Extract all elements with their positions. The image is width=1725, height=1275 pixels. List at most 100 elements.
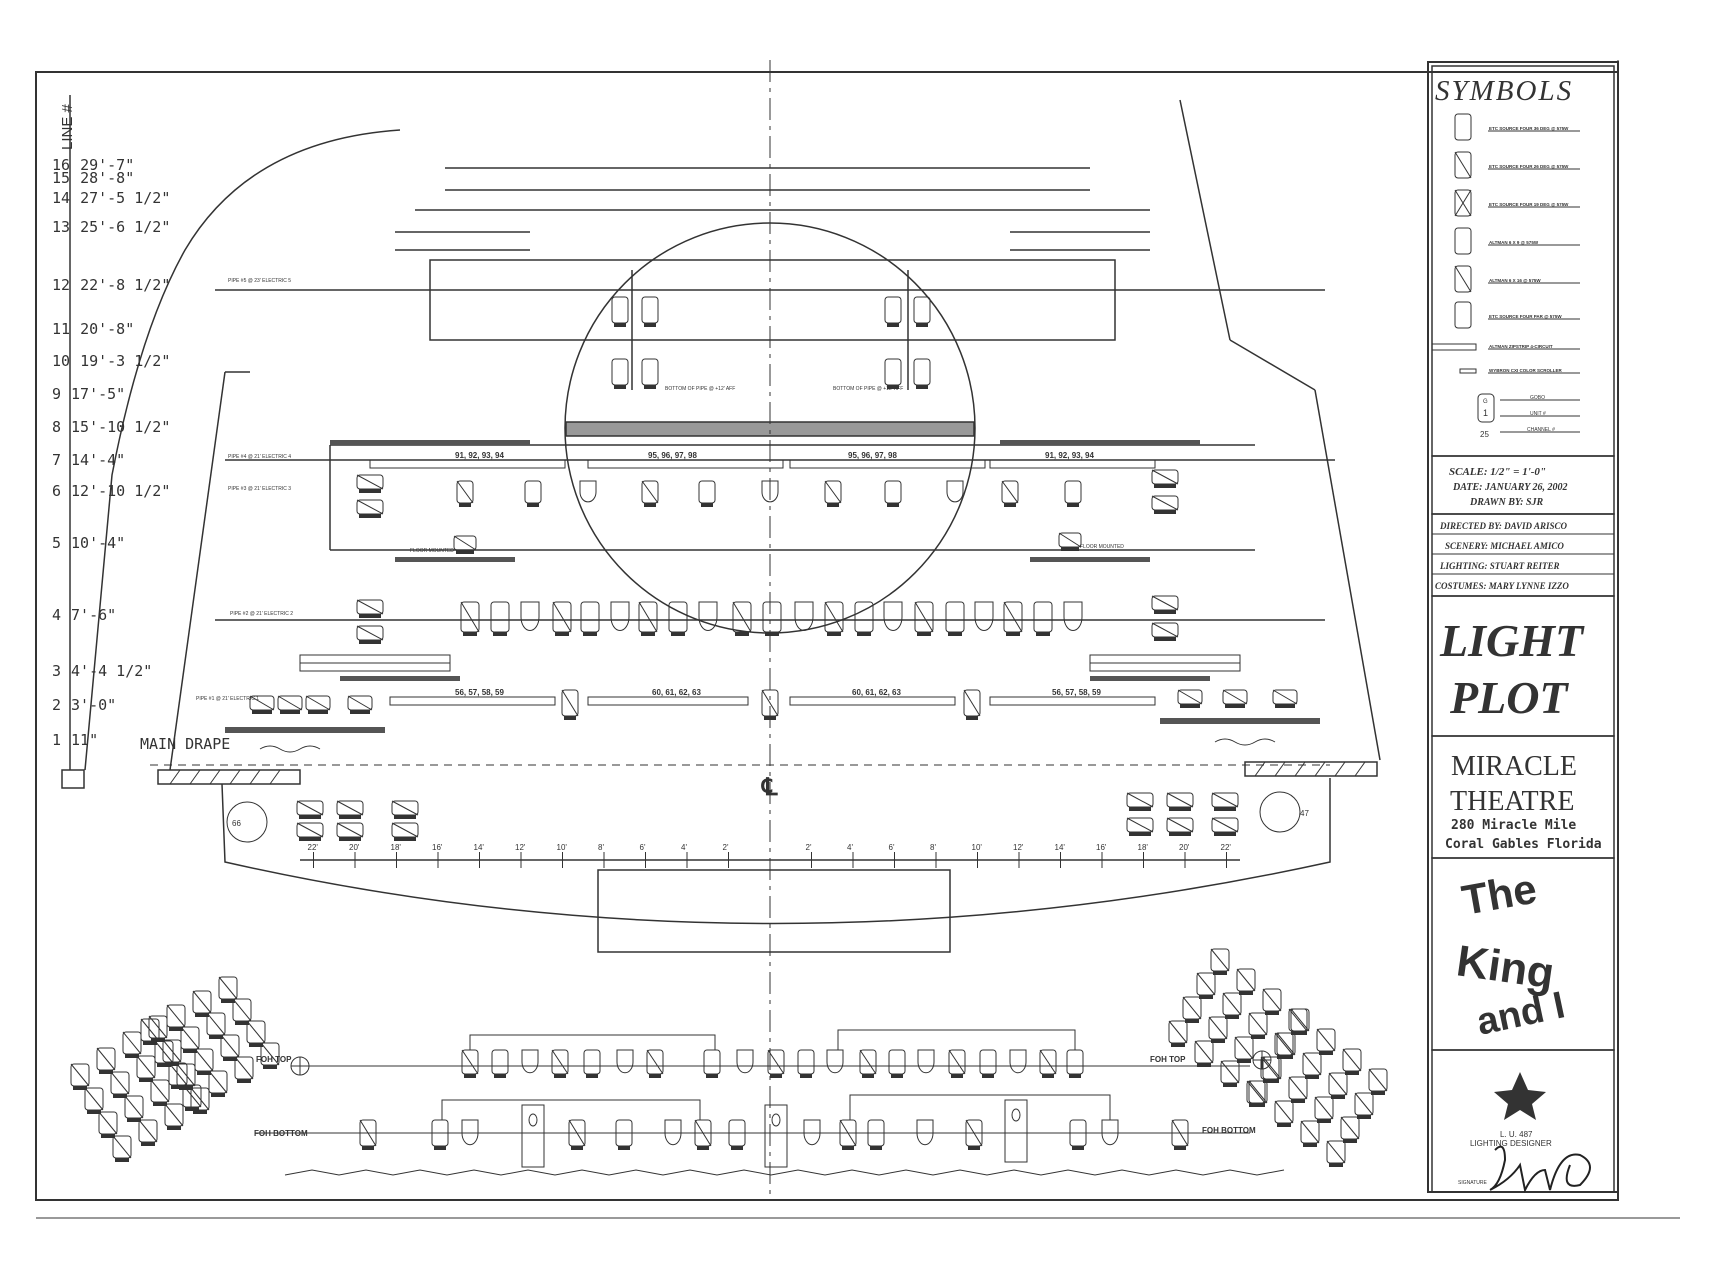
line-distance: 20'-8" <box>80 320 134 338</box>
fixture-lamp <box>580 601 600 636</box>
fixture-lamp <box>124 1095 144 1122</box>
fixture-lamp <box>552 601 572 636</box>
fixture-lamp <box>1340 1116 1360 1143</box>
electric-channel-label: 95, 96, 97, 98 <box>848 451 897 460</box>
line-number: 15 <box>52 169 70 187</box>
ruler-tick-label: 18' <box>391 843 402 852</box>
fixture-lamp <box>356 625 384 644</box>
fixture-lamp <box>110 1071 130 1098</box>
line-number: 7 <box>52 451 61 469</box>
ruler-tick-label: 2' <box>806 843 812 852</box>
ruler-tick-label: 20' <box>349 843 360 852</box>
fixture-lamp <box>168 1062 188 1089</box>
ruler-tick-label: 10' <box>972 843 983 852</box>
fixture-lamp <box>826 1049 844 1074</box>
electric-channel-label: 60, 61, 62, 63 <box>852 688 901 697</box>
ruler-tick-label: 12' <box>1013 843 1024 852</box>
svg-text:BOTTOM OF PIPE @ +12' AFF: BOTTOM OF PIPE @ +12' AFF <box>665 386 735 392</box>
fixture-lamp <box>698 601 718 631</box>
electric-channel-label: 91, 92, 93, 94 <box>1045 451 1094 460</box>
fixture-lamp <box>794 601 814 631</box>
fixture-lamp <box>1220 1060 1240 1087</box>
fixture-lamp <box>1248 1080 1268 1107</box>
fixture-lamp <box>1151 622 1179 641</box>
fixture-lamp <box>610 601 630 631</box>
ruler-tick-label: 6' <box>640 843 646 852</box>
svg-text:CHANNEL #: CHANNEL # <box>1527 427 1555 433</box>
fixture-lamp <box>579 480 597 503</box>
fixture-lamp <box>974 601 994 631</box>
ruler-tick-label: 12' <box>515 843 526 852</box>
line-number: 14 <box>52 189 70 207</box>
fixture-lamp <box>347 695 373 714</box>
symbol-row: ETC SOURCE FOUR 36 DEG @ 575W <box>1454 113 1580 141</box>
apron <box>221 778 1331 953</box>
fixture-lamp <box>1368 1068 1388 1095</box>
fixture-lamp <box>190 1087 210 1114</box>
fixture-lamp <box>246 1020 266 1047</box>
line-distance: 22'-8 1/2" <box>80 276 170 294</box>
union-logo-icon <box>1494 1072 1546 1120</box>
line-distance: 27'-5 1/2" <box>80 189 170 207</box>
fixture-lamp <box>356 474 384 493</box>
line-header: LINE # <box>59 103 76 150</box>
fixture-lamp <box>948 1049 966 1078</box>
fixture-lamp <box>839 1119 857 1150</box>
symbol-key: G 1 25 GOBO UNIT # CHANNEL # <box>1477 393 1580 439</box>
fixture-lamp <box>208 1070 228 1097</box>
fixture-lamp <box>1274 1100 1294 1127</box>
fixture-symbol-icon <box>1454 113 1472 141</box>
svg-text:25: 25 <box>1480 430 1489 439</box>
line-distance: 25'-6 1/2" <box>80 218 170 236</box>
centerline-symbol: ℄ <box>761 775 778 801</box>
fixture-lamp <box>305 695 331 714</box>
fixture-lamp <box>1222 992 1242 1019</box>
fixture-lamp <box>336 800 364 819</box>
fixture-lamp <box>761 480 779 503</box>
fixture-lamp <box>1151 495 1179 514</box>
floor-mounted-notes: FLOOR MOUNTED FLOOR MOUNTED <box>410 544 1124 554</box>
fixture-lamp <box>1063 601 1083 631</box>
ruler-tick-label: 16' <box>432 843 443 852</box>
fixture-symbol-icon <box>1454 227 1472 255</box>
fixture-lamp <box>615 1119 633 1150</box>
svg-text:PIPE #2 @ 21' ELECTRIC 2: PIPE #2 @ 21' ELECTRIC 2 <box>230 611 293 617</box>
svg-text:PIPE #1 @ 21' ELECTRIC 1: PIPE #1 @ 21' ELECTRIC 1 <box>196 696 259 702</box>
fixture-lamp <box>728 1119 746 1150</box>
svg-text:FLOOR MOUNTED: FLOOR MOUNTED <box>1080 544 1124 550</box>
ruler-tick-label: 8' <box>598 843 604 852</box>
fixture-lamp <box>638 601 658 636</box>
fixture-lamp <box>1290 1008 1310 1035</box>
line-number: 2 <box>52 696 61 714</box>
fixture-lamp <box>583 1049 601 1078</box>
svg-text:PIPE #4 @ 21' ELECTRIC 4: PIPE #4 @ 21' ELECTRIC 4 <box>228 454 291 460</box>
fixture-lamp <box>1276 1032 1296 1059</box>
fixture-lamp <box>1033 601 1053 636</box>
fixture-lamp <box>884 480 902 507</box>
fixture-lamp <box>1166 817 1194 836</box>
apron-ruler: 22'20'18'16'14'12'10'8'6'4'2'2'4'6'8'10'… <box>300 843 1240 868</box>
fixture-lamp <box>698 480 716 507</box>
fixture-lamp <box>166 1004 186 1031</box>
ruler-tick-label: 22' <box>308 843 319 852</box>
fixture-lamp <box>913 296 931 327</box>
credit-director: DIRECTED BY: DAVID ARISCO <box>1439 521 1567 531</box>
fixture-lamp <box>296 800 324 819</box>
fixture-lamp <box>761 689 779 720</box>
fixture-symbol-icon <box>1454 265 1472 293</box>
fixture-lamp <box>1058 532 1082 551</box>
electric-channel-label: 60, 61, 62, 63 <box>652 688 701 697</box>
designer-signature <box>1489 1145 1591 1194</box>
fixture-lamp <box>568 1119 586 1150</box>
fixture-lamp <box>180 1026 200 1053</box>
fixture-lamp <box>206 1012 226 1039</box>
bottom-dimension-ruler <box>284 1169 1285 1176</box>
fixture-lamp <box>1248 1012 1268 1039</box>
symbol-row: ETC SOURCE FOUR 26 DEG @ 575W <box>1454 151 1580 179</box>
fixture-lamp <box>694 1119 712 1150</box>
